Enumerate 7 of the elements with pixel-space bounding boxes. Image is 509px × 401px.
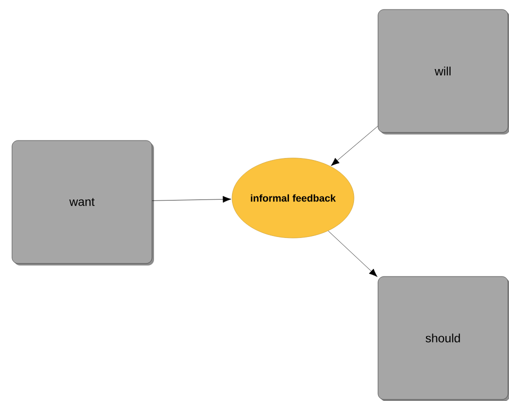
process-box: want [12, 140, 154, 266]
arrow [328, 230, 378, 277]
arrow [330, 126, 378, 166]
process-box: should [378, 276, 509, 401]
ellipse-node: informal feedback [232, 158, 354, 238]
arrow [152, 196, 232, 203]
process-box: will [378, 9, 509, 134]
